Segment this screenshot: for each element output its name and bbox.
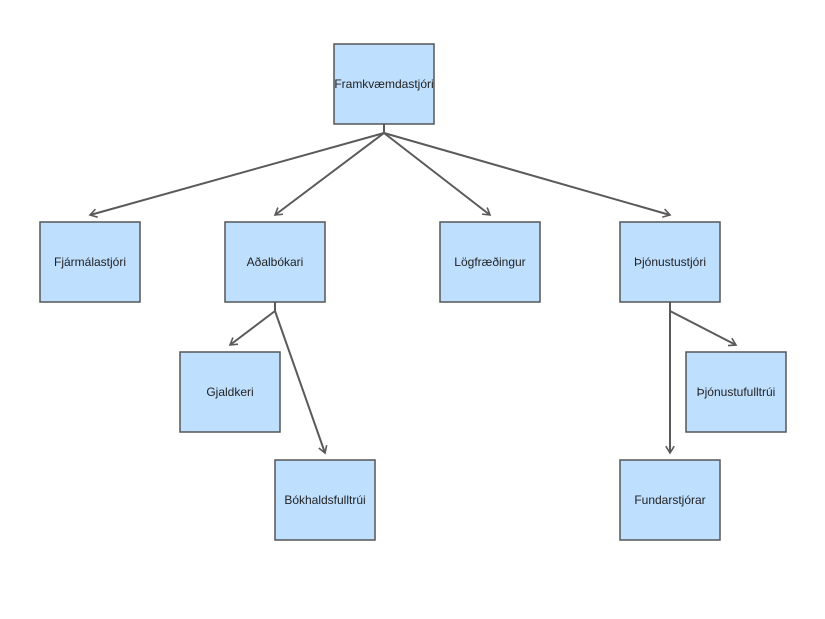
edge-svc-svcrep [669, 310, 738, 347]
node-label: Aðalbókari [247, 255, 304, 269]
node-box [619, 459, 721, 541]
node-svc[interactable]: Þjónustustjóri [619, 221, 721, 303]
node-label: Fjármálastjóri [54, 255, 126, 269]
edge-line [383, 132, 671, 216]
node-box [39, 221, 141, 303]
node-label: Bókhaldsfulltrúi [284, 493, 365, 507]
arrowhead-icon [665, 445, 675, 455]
node-meet[interactable]: Fundarstjórar [619, 459, 721, 541]
node-ceo[interactable]: Framkvæmdastjóri [333, 43, 435, 125]
arrowhead-icon [727, 337, 738, 347]
edge-ceo-svc [383, 132, 672, 218]
edge-line [274, 132, 385, 216]
node-label: Gjaldkeri [206, 385, 253, 399]
edge-acct-cash [228, 310, 276, 346]
node-box [274, 459, 376, 541]
node-box [179, 351, 281, 433]
node-law[interactable]: Lögfræðingur [439, 221, 541, 303]
node-label: Þjónustustjóri [634, 255, 706, 269]
arrowhead-icon [662, 208, 672, 218]
edge-svc-meet [665, 311, 675, 455]
edge-ceo-fin [88, 132, 385, 218]
edge-line [89, 132, 385, 216]
edges-layer [88, 124, 738, 455]
node-book[interactable]: Bókhaldsfulltrúi [274, 459, 376, 541]
edge-line [383, 132, 491, 216]
node-label: Þjónustufulltrúi [697, 385, 776, 399]
node-box [685, 351, 787, 433]
node-acct[interactable]: Aðalbókari [224, 221, 326, 303]
node-label: Framkvæmdastjóri [334, 77, 433, 91]
arrowhead-icon [273, 207, 284, 216]
node-svcrep[interactable]: Þjónustufulltrúi [685, 351, 787, 433]
node-cash[interactable]: Gjaldkeri [179, 351, 281, 433]
node-label: Fundarstjórar [634, 493, 705, 507]
edge-acct-book [274, 310, 328, 455]
node-box [619, 221, 721, 303]
arrowhead-icon [228, 337, 239, 346]
arrowhead-icon [318, 445, 328, 455]
arrowhead-icon [88, 208, 98, 218]
edge-line [669, 310, 737, 346]
node-fin[interactable]: Fjármálastjóri [39, 221, 141, 303]
node-box [224, 221, 326, 303]
edge-line [274, 310, 326, 454]
edge-ceo-law [383, 132, 492, 216]
edge-ceo-acct [273, 132, 385, 216]
node-label: Lögfræðingur [454, 255, 525, 269]
node-box [439, 221, 541, 303]
node-box [333, 43, 435, 125]
arrowhead-icon [481, 207, 492, 216]
edge-line [229, 310, 276, 346]
